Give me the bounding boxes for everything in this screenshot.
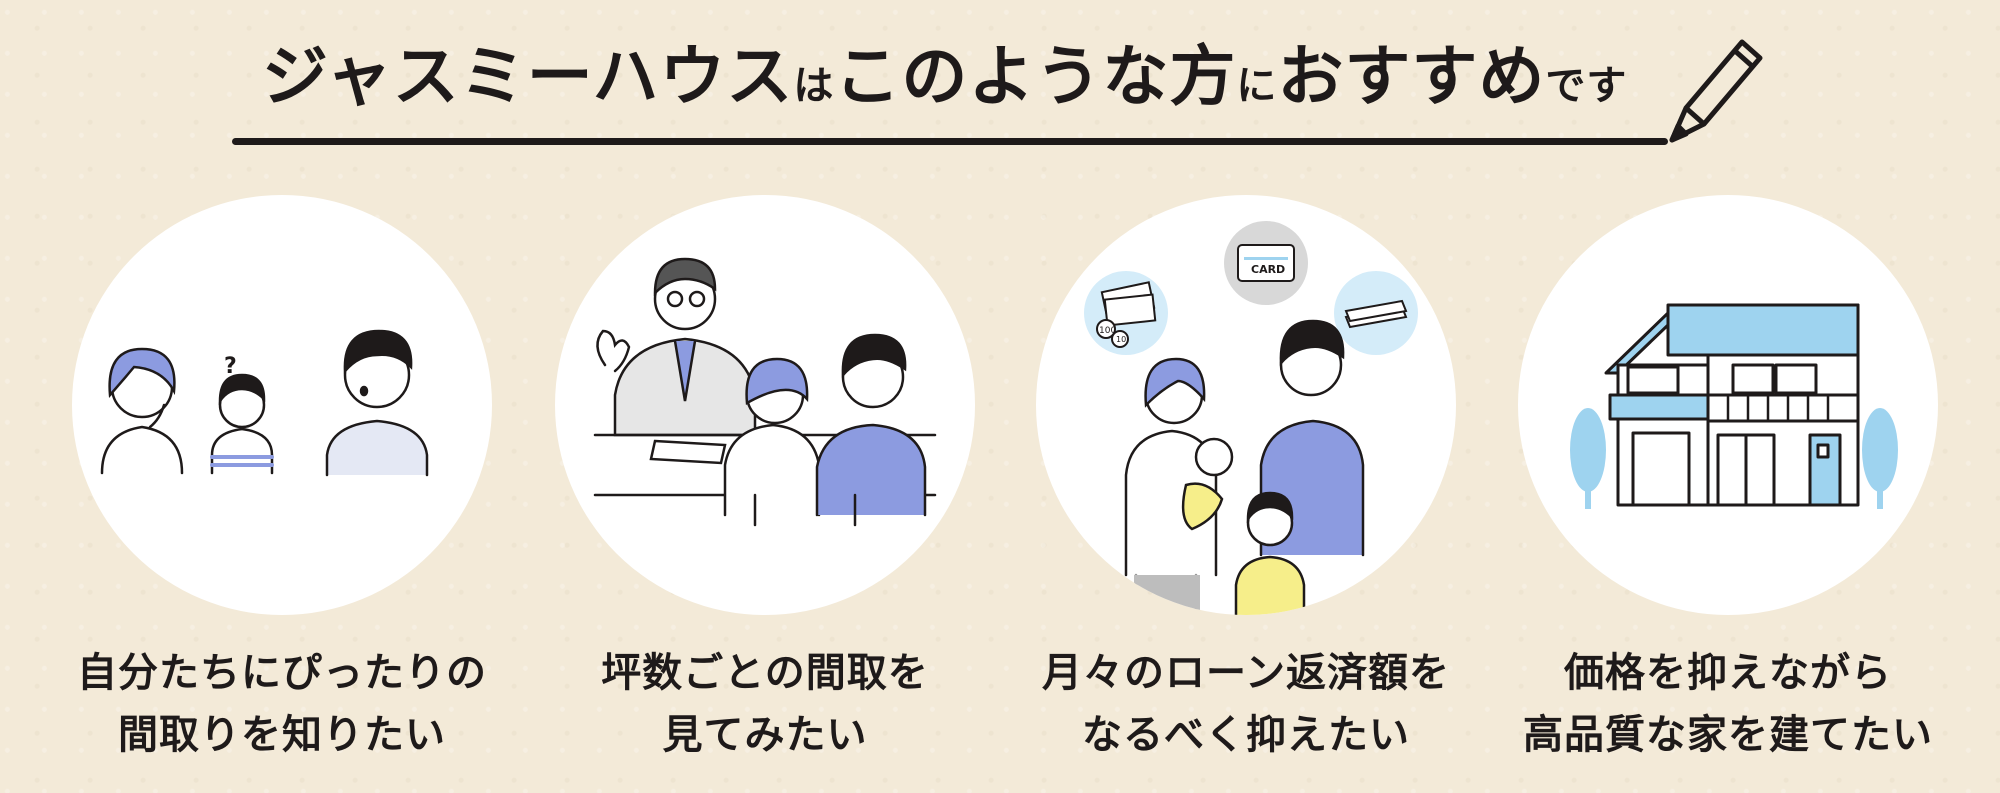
page-title: ジャスミーハウスはこのような方におすすめです	[262, 44, 1627, 110]
card-caption: 坪数ごとの間取を 見てみたい	[515, 642, 1015, 766]
house-illustration	[1570, 303, 1898, 509]
title-underline	[232, 138, 1668, 145]
caption-line: 高品質な家を建てたい	[1523, 712, 1933, 758]
illustration-circle: 100 10 CARD	[1036, 195, 1456, 615]
recommendation-list: ? 自分たちにぴったりの 間取りを知りたい	[0, 190, 2000, 790]
coin-label: 10	[1116, 335, 1126, 344]
caption-line: 間取りを知りたい	[118, 712, 446, 758]
coin-label: 100	[1099, 326, 1116, 336]
title-part: ジャスミーハウス	[262, 38, 794, 115]
caption-line: 坪数ごとの間取を	[601, 650, 929, 696]
card-caption: 月々のローン返済額を なるべく抑えたい	[996, 642, 1496, 766]
title-part: このような方	[834, 38, 1237, 115]
question-mark: ?	[224, 354, 237, 379]
card-caption: 価格を抑えながら 高品質な家を建てたい	[1478, 642, 1978, 766]
recommendation-card: 価格を抑えながら 高品質な家を建てたい	[1508, 190, 1948, 790]
page-header: ジャスミーハウスはこのような方におすすめです	[0, 30, 2000, 160]
illustration-circle: ?	[72, 195, 492, 615]
pencil-icon	[1669, 39, 1763, 143]
caption-line: 自分たちにぴったりの	[77, 650, 487, 696]
title-part: です	[1545, 63, 1628, 109]
title-part: おすすめ	[1277, 38, 1546, 115]
recommendation-card: 坪数ごとの間取を 見てみたい	[545, 190, 985, 790]
consultation-illustration	[593, 257, 937, 527]
title-part: に	[1236, 63, 1278, 109]
caption-line: なるべく抑えたい	[1082, 712, 1410, 758]
caption-line: 見てみたい	[662, 712, 868, 758]
title-part: は	[793, 63, 835, 109]
illustration-circle	[1518, 195, 1938, 615]
card-label: CARD	[1251, 263, 1285, 276]
caption-line: 価格を抑えながら	[1564, 650, 1892, 696]
caption-line: 月々のローン返済額を	[1042, 650, 1450, 696]
recommendation-card: ? 自分たちにぴったりの 間取りを知りたい	[62, 190, 502, 790]
illustration-circle	[555, 195, 975, 615]
card-caption: 自分たちにぴったりの 間取りを知りたい	[32, 642, 532, 766]
family-finance-illustration: 100 10 CARD	[1084, 221, 1418, 615]
recommendation-card: 100 10 CARD	[1026, 190, 1466, 790]
family-thinking-illustration: ?	[100, 329, 429, 477]
